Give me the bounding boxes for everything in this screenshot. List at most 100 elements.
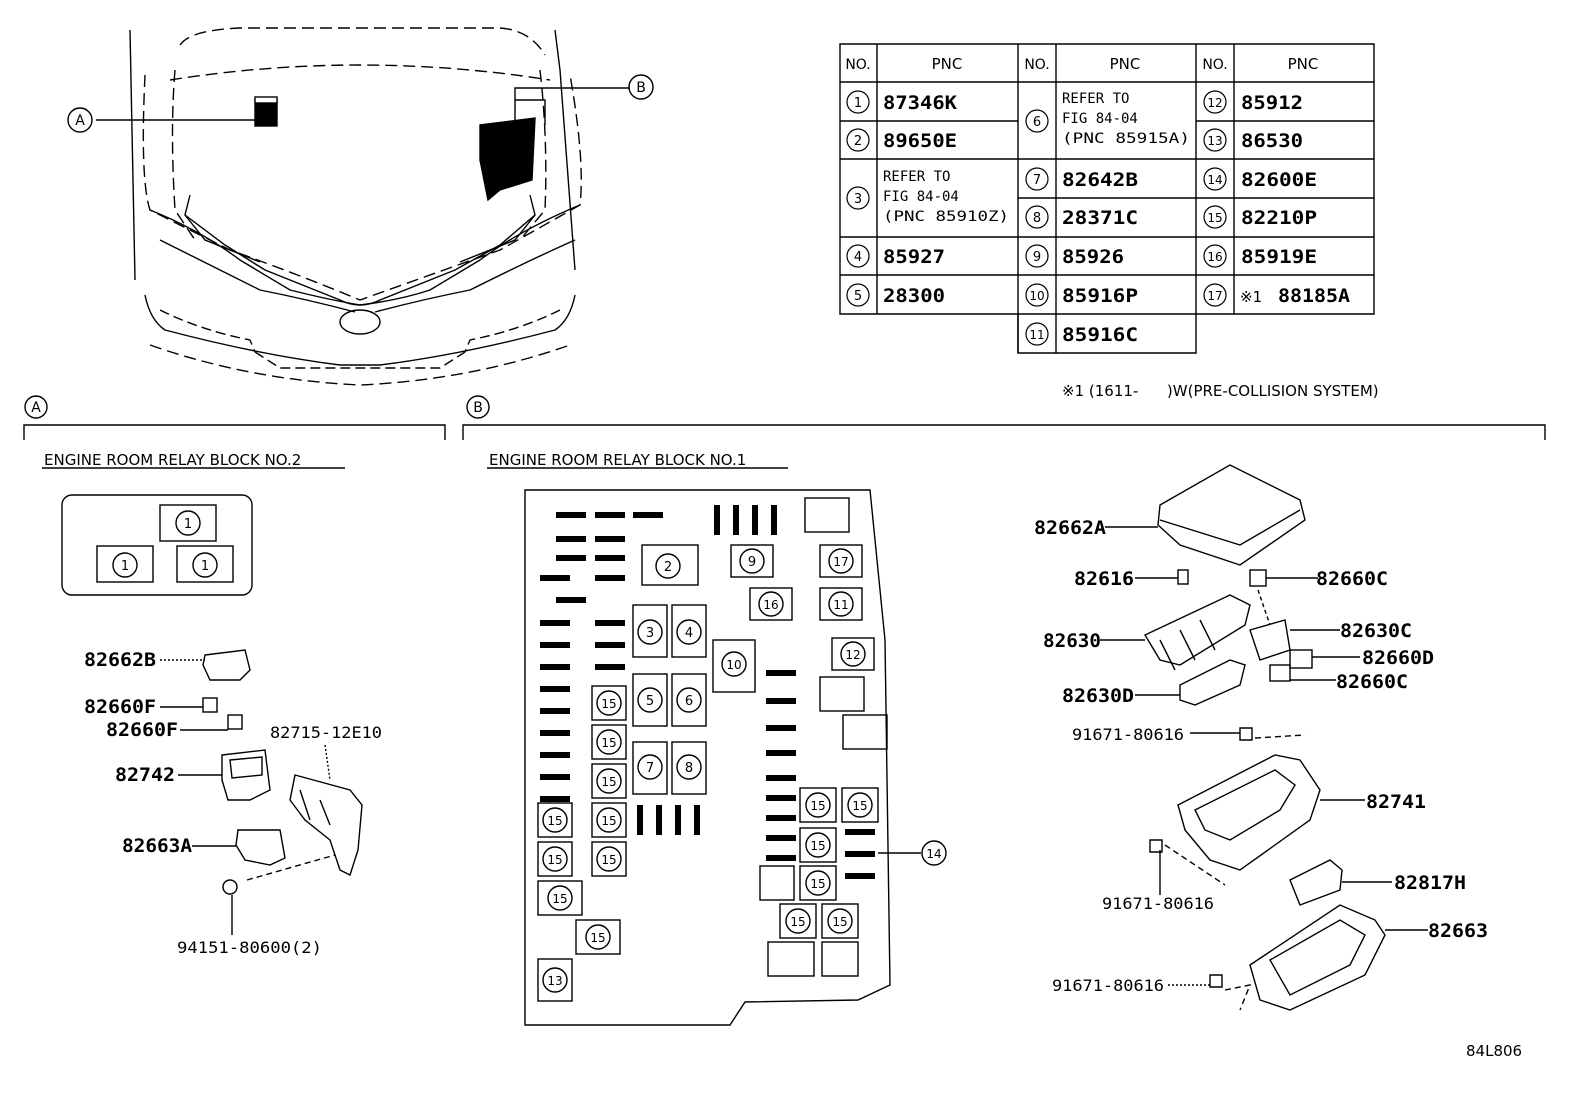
part-label: 82715-12E10 [270, 723, 382, 742]
position-number: 15 [601, 814, 616, 828]
table-no: 15 [1207, 211, 1222, 225]
position-number: 9 [748, 555, 756, 570]
position-number: 4 [685, 626, 693, 641]
table-pnc: 82210P [1241, 207, 1317, 229]
table-no: 8 [1033, 211, 1041, 226]
part-label: 91671-80616 [1072, 725, 1184, 744]
table-pnc-line: REFER TO [883, 169, 950, 185]
table-pnc: 86530 [1241, 130, 1303, 152]
position-number: 15 [790, 915, 805, 929]
table-pnc-line: REFER TO [1062, 91, 1129, 107]
table-pnc: 82642B [1062, 169, 1138, 191]
position-number: 15 [552, 892, 567, 906]
position-number: 15 [810, 799, 825, 813]
position-number: 7 [646, 761, 654, 776]
table-no: 17 [1207, 289, 1222, 303]
table-no: 7 [1033, 173, 1041, 188]
part-label: 91671-80616 [1102, 894, 1214, 913]
table-no: 14 [1207, 173, 1222, 187]
position-number: 15 [810, 839, 825, 853]
table-header-no: NO. [845, 57, 870, 73]
part-label: 82660C [1316, 568, 1388, 590]
relay-block-1-numbers: 2 9 17 16 11 3 4 10 12 5 6 7 8 15 15 15 … [547, 555, 941, 988]
table-header-no: NO. [1024, 57, 1049, 73]
relay-block-1-top-view [524, 489, 947, 1026]
part-label: 94151-80600(2) [177, 938, 322, 957]
position-number: 15 [547, 814, 562, 828]
table-no: 5 [854, 289, 862, 304]
part-label: 82660F [84, 696, 156, 718]
position-number: 17 [833, 555, 848, 569]
table-no: 11 [1029, 328, 1044, 342]
table-header-pnc: PNC [932, 55, 963, 73]
part-label: 82630D [1062, 685, 1134, 707]
position-number: 15 [852, 799, 867, 813]
table-no: 12 [1207, 96, 1222, 110]
position-number: 5 [646, 694, 654, 709]
position-number: 15 [810, 877, 825, 891]
table-pnc: 88185A [1278, 285, 1351, 307]
position-number: 15 [590, 931, 605, 945]
figure-code: 84L806 [1466, 1042, 1522, 1060]
relay-block-2-labels: 82662B 82660F 82660F 82742 82663A 82715-… [84, 649, 382, 957]
table-no: 6 [1033, 115, 1041, 130]
table-no: 3 [854, 192, 862, 207]
position-number: 6 [685, 694, 693, 709]
table-no: 10 [1029, 289, 1044, 303]
position-number: 1 [201, 559, 209, 574]
section-a-title: ENGINE ROOM RELAY BLOCK NO.2 [44, 451, 301, 469]
position-number: 15 [601, 697, 616, 711]
part-label: 82662B [84, 649, 156, 671]
position-number: 14 [926, 847, 941, 861]
table-no: 16 [1207, 250, 1222, 264]
position-number: 1 [121, 559, 129, 574]
footnote: ※1 (1611- )W(PRE-COLLISION SYSTEM) [1062, 382, 1379, 400]
part-label: 91671-80616 [1052, 976, 1164, 995]
relay-block-2-numbers: 1 1 1 [121, 517, 209, 574]
section-a-callout: A [31, 400, 41, 416]
part-label: 82742 [115, 764, 175, 786]
relay-block-2-parts [160, 649, 363, 935]
relay-block-1-parts [1100, 464, 1428, 1011]
table-pnc: 82600E [1241, 169, 1317, 191]
table-pnc-line: FIG 84-04 [1062, 111, 1138, 127]
position-number: 15 [601, 736, 616, 750]
section-b-title: ENGINE ROOM RELAY BLOCK NO.1 [489, 451, 746, 469]
pnc-table [839, 43, 1375, 354]
position-number: 8 [685, 761, 693, 776]
table-header-no: NO. [1202, 57, 1227, 73]
table-pnc: 85919E [1241, 246, 1317, 268]
table-pnc: 28371C [1062, 207, 1138, 229]
table-no: 2 [854, 134, 862, 149]
position-number: 15 [547, 853, 562, 867]
position-number: 3 [646, 626, 654, 641]
section-b-callout: B [473, 400, 483, 416]
position-number: 2 [664, 560, 672, 575]
table-no: 9 [1033, 250, 1041, 265]
part-label: 82630C [1340, 620, 1412, 642]
relay-block-2-top-view [61, 494, 253, 596]
part-label: 82660C [1336, 671, 1408, 693]
position-number: 11 [833, 598, 848, 612]
part-label: 82663A [122, 835, 193, 857]
table-no: 4 [854, 250, 862, 265]
table-pnc: 85926 [1062, 246, 1124, 268]
table-pnc: 85916C [1062, 324, 1138, 346]
table-pnc: 85916P [1062, 285, 1138, 307]
part-label: 82663 [1428, 920, 1488, 942]
part-label: 82662A [1034, 517, 1107, 539]
table-no: 13 [1207, 134, 1222, 148]
vehicle-overview [96, 27, 630, 386]
position-number: 13 [547, 974, 562, 988]
table-pnc-line: FIG 84-04 [883, 189, 959, 205]
callout-a: A [75, 113, 85, 129]
position-number: 15 [601, 853, 616, 867]
part-label: 82817H [1394, 872, 1466, 894]
table-pnc: 28300 [883, 285, 945, 307]
table-pnc: 89650E [883, 130, 957, 152]
relay-block-1-labels: 82662A 82616 82660C 82630 82630C 82660D … [1034, 517, 1488, 995]
part-label: 82630 [1043, 630, 1101, 652]
table-no: 1 [854, 96, 862, 111]
part-label: 82741 [1366, 791, 1426, 813]
